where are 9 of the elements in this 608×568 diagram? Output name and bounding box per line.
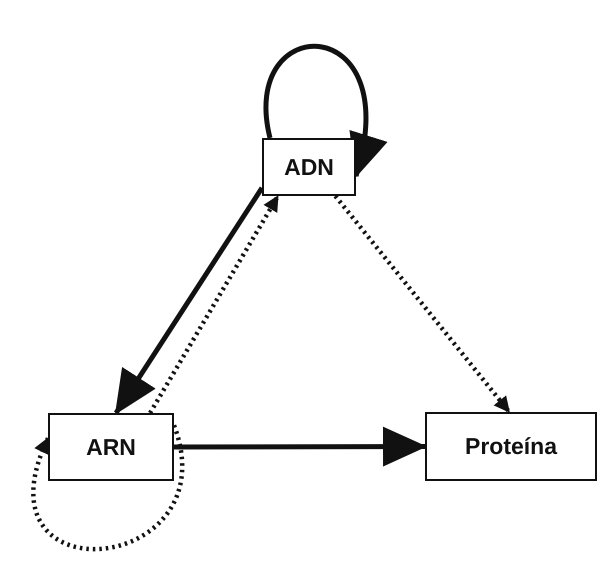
arrow [264,44,385,178]
arrow [334,194,512,414]
arrow [148,194,280,414]
arrow [32,424,184,551]
process-box: ADN [262,138,356,196]
arrow [174,426,427,467]
arrow [114,186,264,415]
process-box: ARN [48,413,174,481]
process-box: Proteína [425,412,597,481]
